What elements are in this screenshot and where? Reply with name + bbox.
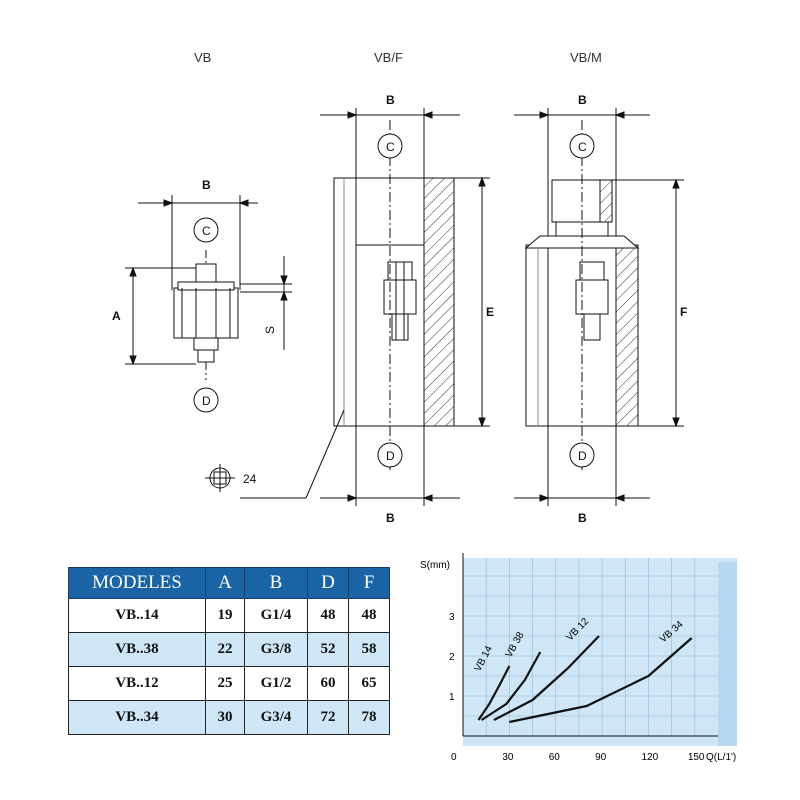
series-label: VB 38 — [504, 630, 527, 660]
header-cell: B — [244, 567, 308, 599]
header-cell: D — [307, 567, 349, 599]
table-row: VB..12 25 G1/2 60 65 — [68, 666, 390, 701]
table-row: VB..38 22 G3/8 52 58 — [68, 632, 390, 667]
table-cell: 72 — [307, 700, 349, 735]
table-cell: 22 — [205, 632, 245, 667]
x-tick-label: 90 — [595, 752, 607, 763]
table-cell: G1/2 — [244, 666, 308, 701]
vbm-dim-b-bottom: B — [578, 511, 587, 525]
vb-drawing — [125, 195, 292, 413]
vbm-drawing — [514, 108, 684, 506]
y-tick-label: 1 — [449, 692, 455, 703]
table-cell: 60 — [307, 666, 349, 701]
table-cell: G3/4 — [244, 700, 308, 735]
vbf-dim-b-top: B — [386, 93, 395, 107]
series-line — [493, 635, 600, 721]
table-cell: VB..14 — [68, 598, 206, 633]
title-vbm: VB/M — [570, 50, 602, 65]
table-cell: 19 — [205, 598, 245, 633]
y-tick-label: 2 — [449, 652, 455, 663]
x-tick-label: 150 — [688, 752, 705, 763]
table-cell: VB..12 — [68, 666, 206, 701]
table-cell: 78 — [348, 700, 390, 735]
series-line — [480, 651, 542, 721]
table-cell: 48 — [307, 598, 349, 633]
vbf-dim-b-bottom: B — [386, 511, 395, 525]
vbf-port-c: C — [386, 140, 395, 154]
table-cell: 52 — [307, 632, 349, 667]
vb-dim-s: S — [263, 326, 277, 334]
technical-drawing: B A S C D — [112, 93, 687, 525]
table-cell: G1/4 — [244, 598, 308, 633]
series-label: VB 12 — [564, 616, 591, 644]
chart-plot-background — [463, 558, 737, 746]
chart-grid — [463, 558, 718, 736]
header-cell: A — [205, 567, 245, 599]
series-line — [509, 637, 693, 724]
table-row: VB..14 19 G1/4 48 48 — [68, 598, 390, 633]
vbm-dim-b-top: B — [578, 93, 587, 107]
vbf-port-d: D — [386, 449, 395, 463]
table-cell: 58 — [348, 632, 390, 667]
y-axis-label: S(mm) — [420, 560, 450, 571]
vbm-port-c: C — [578, 140, 587, 154]
table-header-row: MODELES A B D F — [68, 567, 390, 599]
series-label: VB 14 — [473, 644, 495, 674]
series-line — [477, 665, 511, 721]
wrench-size: 24 — [243, 472, 257, 486]
vbf-dim-e: E — [486, 305, 494, 319]
chart-series: VB 14 VB 38 VB 12 VB 34 — [473, 616, 693, 724]
vb-port-c: C — [202, 224, 211, 238]
x-axis-label: Q(L/1') — [706, 752, 736, 763]
title-vbf: VB/F — [374, 50, 403, 65]
x-tick-label: 120 — [641, 752, 658, 763]
vb-port-d: D — [202, 394, 211, 408]
table-cell: 48 — [348, 598, 390, 633]
table-cell: VB..34 — [68, 700, 206, 735]
x-tick-label: 30 — [502, 752, 514, 763]
title-vb: VB — [194, 50, 212, 65]
vb-dim-b: B — [202, 178, 211, 192]
header-cell: MODELES — [68, 567, 206, 599]
header-cell: F — [348, 567, 390, 599]
chart-ticks: 0 30 60 90 120 150 1 2 3 — [449, 612, 705, 763]
x-tick-label: 0 — [451, 752, 457, 763]
table-cell: G3/8 — [244, 632, 308, 667]
table-cell: 65 — [348, 666, 390, 701]
table-cell: VB..38 — [68, 632, 206, 667]
x-tick-label: 60 — [549, 752, 561, 763]
vb-dim-a: A — [112, 309, 121, 323]
vbm-dim-f: F — [680, 305, 687, 319]
table-cell: 30 — [205, 700, 245, 735]
wrench-icon — [205, 464, 235, 492]
y-tick-label: 3 — [449, 612, 455, 623]
vbf-drawing — [240, 108, 490, 506]
table-cell: 25 — [205, 666, 245, 701]
table-row: VB..34 30 G3/4 72 78 — [68, 700, 390, 735]
series-label: VB 34 — [658, 619, 686, 646]
models-table: MODELES A B D F VB..14 19 G1/4 48 48 VB.… — [68, 567, 390, 735]
vbm-port-d: D — [578, 449, 587, 463]
chart-plot-shadow — [718, 562, 737, 746]
